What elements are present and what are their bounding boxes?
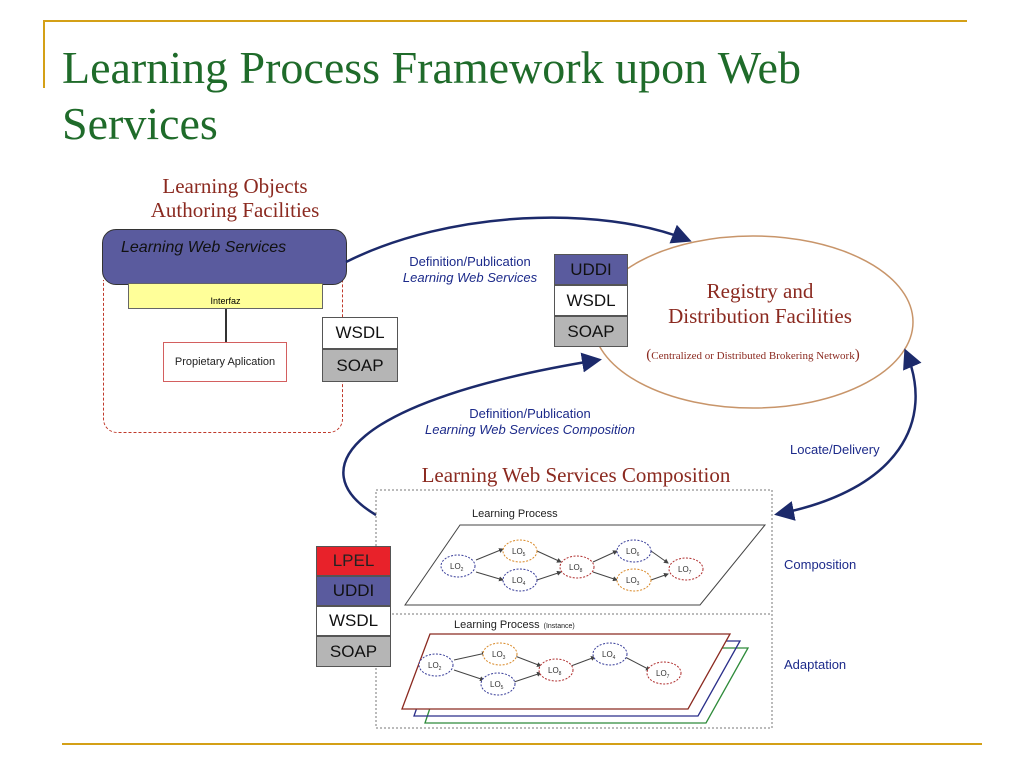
authoring-soap-box: SOAP <box>322 349 398 382</box>
composition-lo-label: LO7 <box>678 565 692 576</box>
composition-uddi-box: UDDI <box>316 576 391 606</box>
registry-title-line2: Distribution Facilities <box>668 304 852 328</box>
composition-arrow-line2: Learning Web Services Composition <box>424 422 636 437</box>
adaptation-lo-node: LO7 <box>646 661 682 685</box>
banner-label: Learning Web Services <box>121 239 287 256</box>
authoring-heading-line2: Authoring Facilities <box>150 198 320 222</box>
composition-lo-node: LO2 <box>440 554 476 578</box>
title-accent-bar <box>43 20 45 88</box>
composition-soap-box: SOAP <box>316 636 391 667</box>
instance-process-text: Learning Process <box>454 619 540 631</box>
registry-subtitle-open: ( <box>646 347 652 363</box>
learning-process-plane <box>404 524 767 606</box>
adaptation-lo-label: LO5 <box>490 680 504 691</box>
publish-arrow <box>345 216 692 264</box>
adaptation-lo-node: LO8 <box>538 658 574 682</box>
interface-connector <box>225 309 227 342</box>
interface-label: Interfaz <box>210 296 241 306</box>
authoring-heading-line1: Learning Objects <box>162 174 308 198</box>
locate-delivery-arrow <box>774 348 922 521</box>
registry-subtitle-text: Centralized or Distributed Brokering Net… <box>651 350 855 362</box>
composition-side-label: Composition <box>784 557 857 572</box>
locate-delivery-label: Locate/Delivery <box>790 442 880 457</box>
adaptation-lo-label: LO8 <box>548 666 562 677</box>
adaptation-side-label: Adaptation <box>784 657 847 672</box>
composition-lo-label: LO4 <box>512 576 526 587</box>
adaptation-lo-node: LO3 <box>482 642 518 666</box>
learning-process-label: Learning Process <box>472 508 558 520</box>
adaptation-lo-label: LO3 <box>492 650 506 661</box>
top-graph-edges <box>475 548 669 582</box>
adaptation-lo-node: LO2 <box>418 653 454 677</box>
registry-uddi-box: UDDI <box>554 254 628 285</box>
composition-lo-label: LO3 <box>626 576 640 587</box>
composition-heading: Learning Web Services Composition <box>421 463 731 487</box>
proprietary-app-label: Propietary Aplication <box>174 356 276 368</box>
adaptation-lo-label: LO4 <box>602 650 616 661</box>
title-accent-line <box>43 20 967 22</box>
composition-wsdl-box: WSDL <box>316 606 391 636</box>
publish-arrow-line2: Learning Web Services <box>402 270 538 285</box>
publish-arrow-line1: Definition/Publication <box>409 254 531 269</box>
publish-arrow-label: Definition/Publication Learning Web Serv… <box>370 254 570 286</box>
composition-publish-arrow <box>342 352 602 517</box>
composition-arrow-line1: Definition/Publication <box>469 406 591 421</box>
proprietary-app-box: Propietary Aplication <box>163 342 287 382</box>
authoring-wsdl-box: WSDL <box>322 317 398 349</box>
instance-sub-label: (Instance) <box>544 623 575 630</box>
adaptation-lo-label: LO7 <box>656 669 670 680</box>
registry-soap-box: SOAP <box>554 316 628 347</box>
composition-lo-node: LO8 <box>559 555 595 579</box>
composition-lo-node: LO5 <box>502 539 538 563</box>
composition-lo-node: LO3 <box>616 568 652 592</box>
composition-lo-label: LO2 <box>450 562 464 573</box>
adaptation-lo-node: LO5 <box>480 672 516 696</box>
composition-lo-node: LO6 <box>616 539 652 563</box>
composition-lo-node: LO4 <box>502 568 538 592</box>
bottom-graph-edges <box>453 651 651 683</box>
interface-bar: Interfaz <box>128 283 323 309</box>
adaptation-lo-node: LO4 <box>592 642 628 666</box>
composition-lpel-box: LPEL <box>316 546 391 576</box>
instance-process-label: Learning Process (Instance) <box>454 619 575 631</box>
composition-lo-node: LO7 <box>668 557 704 581</box>
slide-title: Learning Process Framework upon Web Serv… <box>62 42 801 149</box>
adaptation-lo-label: LO2 <box>428 661 442 672</box>
footer-accent-line <box>62 743 982 745</box>
composition-lo-label: LO8 <box>569 563 583 574</box>
authoring-heading: Learning Objects Authoring Facilities <box>100 174 370 222</box>
composition-arrow-label: Definition/Publication Learning Web Serv… <box>400 406 660 438</box>
registry-wsdl-box: WSDL <box>554 285 628 316</box>
registry-subtitle-close: ) <box>854 347 860 363</box>
registry-subtitle: (Centralized or Distributed Brokering Ne… <box>598 347 908 364</box>
composition-lo-label: LO5 <box>512 547 526 558</box>
registry-title-line1: Registry and <box>706 279 814 303</box>
registry-title: Registry and Distribution Facilities <box>650 279 870 329</box>
composition-lo-label: LO6 <box>626 547 640 558</box>
learning-web-services-banner: Learning Web Services <box>102 229 347 285</box>
